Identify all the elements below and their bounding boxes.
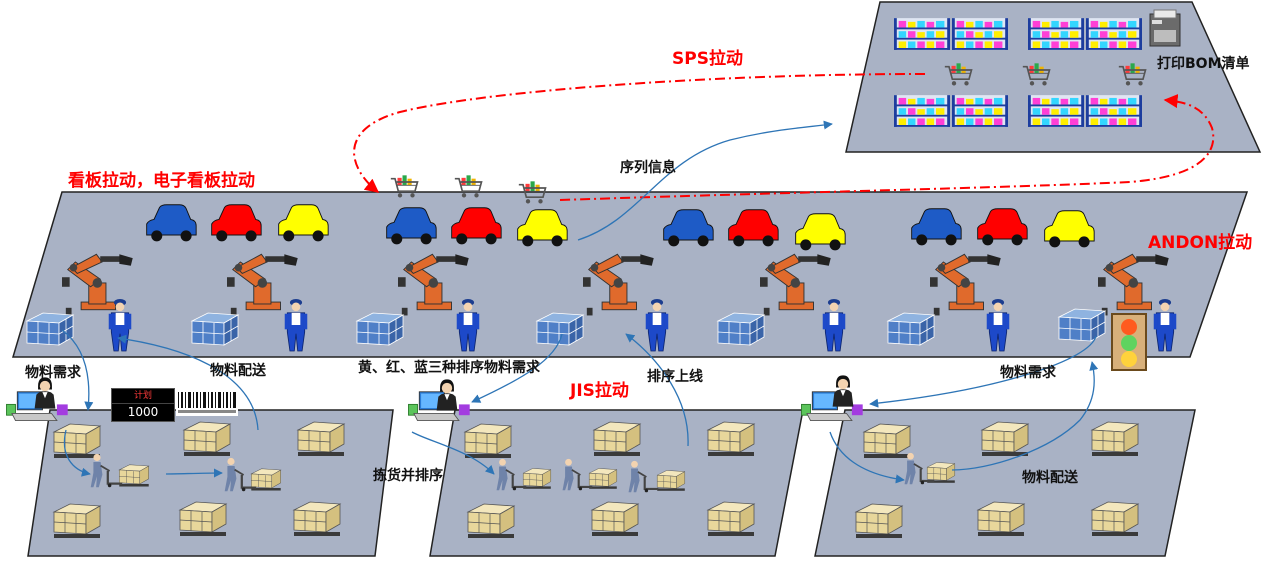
material-delivery-right-label: 物料配送 (1022, 470, 1078, 486)
counter-caption: 计划 (112, 389, 174, 404)
three-sequence-demand-label: 黄、红、蓝三种排序物料需求 (358, 360, 540, 376)
sequence-info-label: 序列信息 (620, 160, 676, 176)
print-bom-label: 打印BOM清单 (1157, 56, 1250, 72)
material-demand-right-label: 物料需求 (1000, 365, 1056, 381)
kanban-label: 看板拉动，电子看板拉动 (68, 171, 255, 191)
flow-arrows (61, 120, 1099, 484)
andon-label: ANDON拉动 (1148, 233, 1253, 253)
andon-light-icon (1111, 313, 1147, 371)
printer-icon (1149, 9, 1181, 47)
plan-counter-display: 计划 1000 (111, 388, 175, 422)
barcode-icon (176, 390, 238, 416)
counter-value: 1000 (127, 405, 159, 419)
sps-return-arrow (559, 94, 1215, 201)
material-demand-left-label: 物料需求 (25, 365, 81, 381)
jis-label: JIS拉动 (570, 381, 629, 401)
sps-flow-arrow (353, 73, 926, 193)
picking-sequencing-label: 拣货并排序 (373, 468, 443, 484)
material-delivery-left-label: 物料配送 (210, 363, 266, 379)
sequence-online-label: 排序上线 (647, 369, 703, 385)
sps-label: SPS拉动 (672, 49, 743, 69)
